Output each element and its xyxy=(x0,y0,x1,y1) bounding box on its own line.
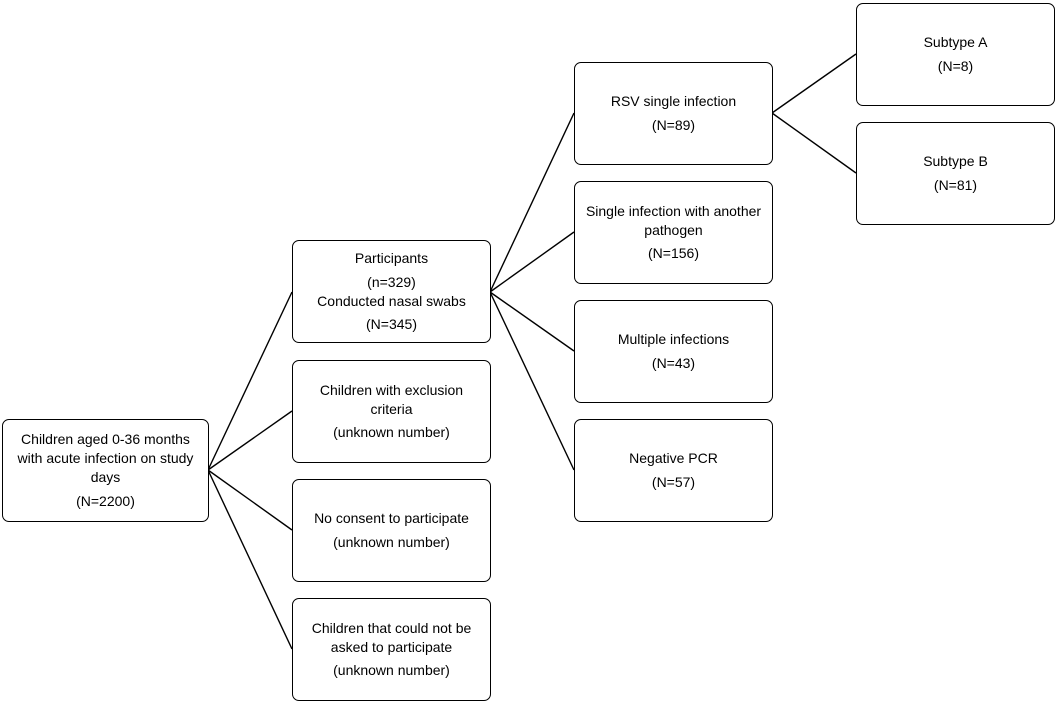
exclusion-box: Children with exclusion criteria (unknow… xyxy=(292,360,491,463)
connector-participants-rsv xyxy=(489,112,575,293)
swab-count: (N=345) xyxy=(366,316,417,333)
single-other-title: Single infection with another pathogen xyxy=(585,202,762,238)
rsv-single-box: RSV single infection (N=89) xyxy=(574,62,773,165)
connector-rsv-subtype-b xyxy=(771,112,857,174)
swab-label: Conducted nasal swabs xyxy=(317,292,466,309)
no-consent-box: No consent to participate (unknown numbe… xyxy=(292,479,491,582)
participants-label: Participants xyxy=(354,249,429,266)
not-asked-title: Children that could not be asked to part… xyxy=(311,619,472,655)
negative-box: Negative PCR (N=57) xyxy=(574,419,773,522)
no-consent-count: (unknown number) xyxy=(333,534,450,550)
rsv-single-title: RSV single infection xyxy=(610,93,737,110)
exclusion-count: (unknown number) xyxy=(333,424,450,441)
connector-root-no-consent xyxy=(207,469,293,531)
no-consent-title: No consent to participate xyxy=(314,510,469,527)
multiple-count: (N=43) xyxy=(651,355,696,371)
negative-title: Negative PCR xyxy=(629,450,718,467)
connector-participants-multiple xyxy=(489,291,575,352)
connector-root-exclusion xyxy=(207,410,293,471)
root-count: (N=2200) xyxy=(76,492,135,509)
subtype-b-title: Subtype B xyxy=(923,153,988,170)
subtype-a-title: Subtype A xyxy=(923,34,988,51)
subtype-a-box: Subtype A (N=8) xyxy=(856,3,1055,106)
multiple-box: Multiple infections (N=43) xyxy=(574,300,773,403)
participants-box: Participants (n=329) Conducted nasal swa… xyxy=(292,240,491,343)
root-title: Children aged 0-36 months with acute inf… xyxy=(17,431,194,485)
negative-count: (N=57) xyxy=(651,474,696,490)
connector-participants-single-other xyxy=(489,231,575,293)
single-other-count: (N=156) xyxy=(648,245,699,262)
not-asked-count: (unknown number) xyxy=(333,662,450,679)
root-box: Children aged 0-36 months with acute inf… xyxy=(2,419,209,522)
multiple-title: Multiple infections xyxy=(617,331,730,348)
participants-count: (n=329) xyxy=(367,273,416,290)
rsv-single-count: (N=89) xyxy=(651,117,696,133)
exclusion-title: Children with exclusion criteria xyxy=(319,381,464,417)
single-other-box: Single infection with another pathogen (… xyxy=(574,181,773,284)
connector-participants-negative xyxy=(489,291,575,471)
subtype-a-count: (N=8) xyxy=(937,58,974,74)
not-asked-box: Children that could not be asked to part… xyxy=(292,598,491,701)
connector-root-participants xyxy=(207,291,293,471)
connector-root-not-asked xyxy=(207,469,293,650)
connector-rsv-subtype-a xyxy=(771,53,857,114)
subtype-b-box: Subtype B (N=81) xyxy=(856,122,1055,225)
subtype-b-count: (N=81) xyxy=(933,177,978,193)
